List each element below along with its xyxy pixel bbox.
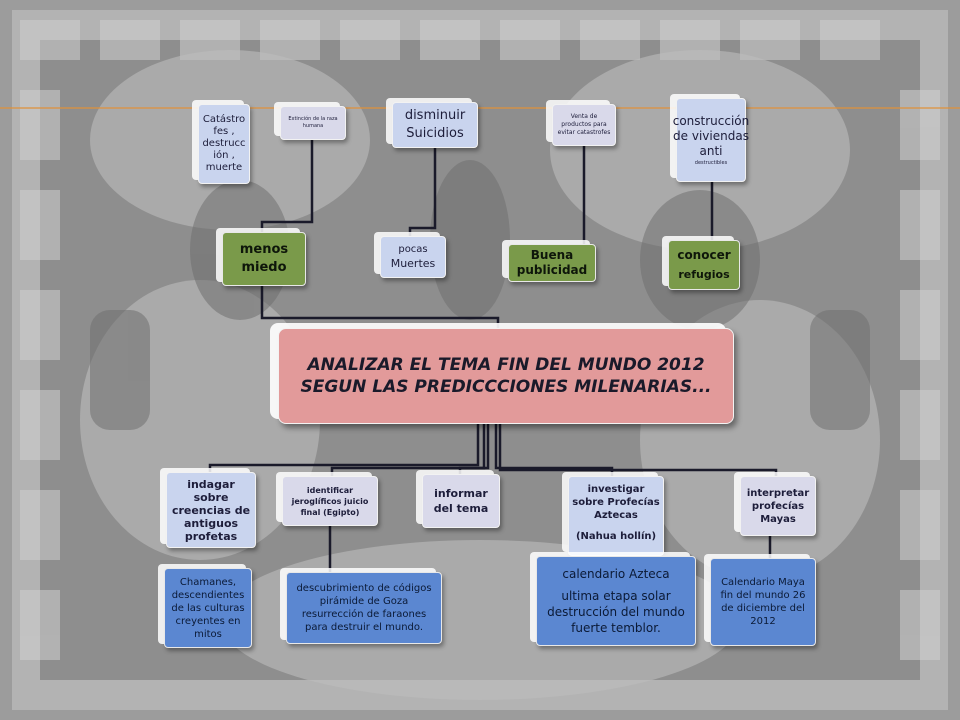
- node-pocas-text: pocas: [398, 244, 428, 255]
- node-nahua-text: (Nahua hollín): [575, 531, 657, 542]
- node-calendario-maya-text: Calendario Maya fin del mundo 26 de dici…: [720, 577, 806, 627]
- node-conocer-text: conocer: [677, 248, 731, 262]
- node-indagar-creencias: indagar sobre creencias de antiguos prof…: [166, 472, 256, 548]
- node-muertes-text: Muertes: [390, 257, 436, 270]
- node-construccion-viviendas: construcción de viviendas anti destructi…: [673, 98, 749, 182]
- node-informar-tema: informar del tema: [422, 474, 500, 528]
- central-topic-text: ANALIZAR EL TEMA FIN DEL MUNDO 2012 SEGU…: [300, 355, 712, 397]
- node-chamanes-text: Chamanes, descendientes de las culturas …: [171, 576, 245, 640]
- node-disminuir-suicidios: disminuir Suicidios: [392, 102, 478, 148]
- node-identificar-text: identificar jeroglíficos juicio final (E…: [291, 485, 369, 517]
- node-venta-text: Venta de productos para evitar catastrof…: [557, 113, 611, 136]
- node-investigar-aztecas: investigar sobre Profecías Aztecas (Nahu…: [568, 476, 664, 556]
- node-catastrofes: Catástro fes , destrucc ión , muerte: [198, 104, 250, 184]
- node-catastrofes-text: Catástro fes , destrucc ión , muerte: [202, 114, 246, 173]
- node-disminuir-text: disminuir Suicidios: [404, 108, 466, 141]
- node-menos-miedo-text: menos miedo: [239, 242, 289, 275]
- node-identificar-jeroglificos: identificar jeroglíficos juicio final (E…: [282, 476, 378, 526]
- node-interpretar-mayas: interpretar profecías Mayas: [740, 476, 816, 536]
- node-indagar-text: indagar sobre creencias de antiguos prof…: [171, 477, 251, 543]
- central-topic: ANALIZAR EL TEMA FIN DEL MUNDO 2012 SEGU…: [278, 328, 734, 424]
- node-construccion-text: construcción de viviendas anti: [672, 113, 750, 158]
- node-calendario-azteca: calendario Azteca ultima etapa solar des…: [536, 556, 696, 646]
- node-venta-productos: Venta de productos para evitar catastrof…: [552, 104, 616, 146]
- node-buena-text: Buena publicidad: [516, 248, 588, 277]
- node-calendario-azteca-body: ultima etapa solar destrucción del mundo…: [547, 589, 685, 635]
- node-buena-publicidad: Buena publicidad: [508, 244, 596, 282]
- node-conocer-refugios: conocer refugios: [668, 240, 740, 290]
- node-interpretar-text: interpretar profecías Mayas: [746, 487, 810, 525]
- node-informar-text: informar del tema: [433, 487, 489, 515]
- node-pocas-muertes: pocas Muertes: [380, 236, 446, 278]
- node-investigar-text: investigar sobre Profecías Aztecas: [572, 484, 660, 521]
- node-extincion: Extinción de la raza humana: [280, 106, 346, 140]
- node-chamanes: Chamanes, descendientes de las culturas …: [164, 568, 252, 648]
- node-calendario-maya: Calendario Maya fin del mundo 26 de dici…: [710, 558, 816, 646]
- node-descubrimiento-codigos: descubrimiento de códigos pirámide de Go…: [286, 572, 442, 644]
- node-refugios-text: refugios: [678, 268, 730, 281]
- node-destructibles-text: destructibles: [694, 159, 728, 166]
- node-descubrimiento-text: descubrimiento de códigos pirámide de Go…: [296, 583, 432, 633]
- node-extincion-text: Extinción de la raza humana: [288, 116, 338, 129]
- node-menos-miedo: menos miedo: [222, 232, 306, 286]
- node-calendario-azteca-title: calendario Azteca: [562, 567, 670, 581]
